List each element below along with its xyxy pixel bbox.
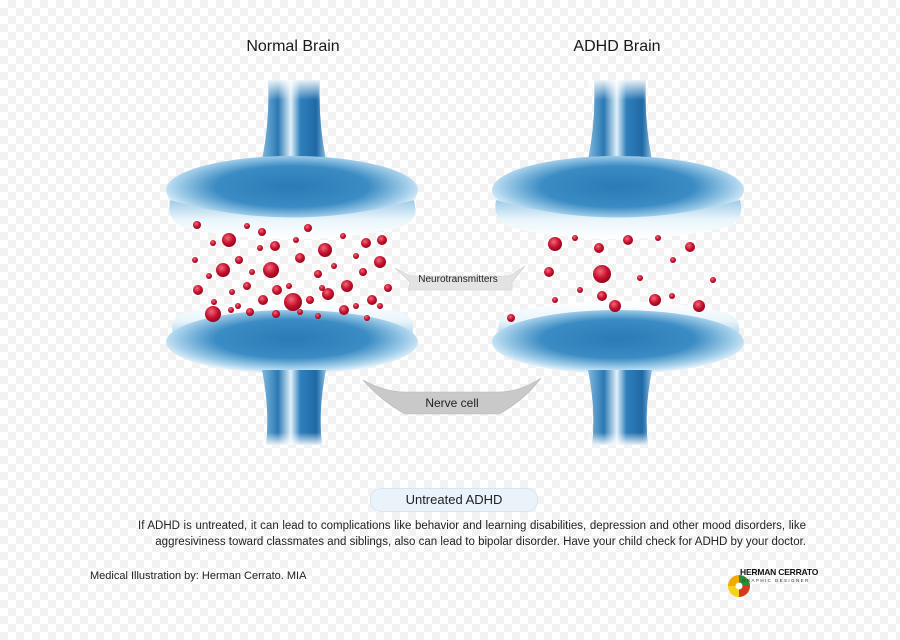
neurotransmitter-dot xyxy=(572,235,578,241)
neurotransmitters-label: Neurotransmitters xyxy=(418,274,498,285)
neurotransmitter-dot xyxy=(577,287,583,293)
neurotransmitter-dot xyxy=(193,221,201,229)
neurotransmitter-dot xyxy=(655,235,661,241)
neurotransmitter-dot xyxy=(257,245,263,251)
neurotransmitter-dot xyxy=(710,277,716,283)
neurotransmitter-dot xyxy=(597,291,607,301)
nerve-cell-label: Nerve cell xyxy=(425,396,479,410)
neurotransmitter-dot xyxy=(367,295,377,305)
neurotransmitter-dot xyxy=(235,256,243,264)
neurotransmitter-dot xyxy=(206,273,212,279)
neurotransmitter-dot xyxy=(304,224,312,232)
neurotransmitter-dot xyxy=(361,238,371,248)
neurotransmitter-dot xyxy=(593,265,611,283)
neurotransmitter-dot xyxy=(594,243,604,253)
neurotransmitter-dot xyxy=(229,289,235,295)
neurotransmitter-dot xyxy=(339,305,349,315)
neurotransmitter-dot xyxy=(685,242,695,252)
neurotransmitter-dot xyxy=(353,303,359,309)
neurotransmitter-dot xyxy=(364,315,370,321)
explanation-paragraph: If ADHD is untreated, it can lead to com… xyxy=(138,520,806,548)
postsynaptic-terminal xyxy=(492,310,744,374)
adhd-synapse xyxy=(492,80,744,445)
neurotransmitter-dot xyxy=(318,243,332,257)
neurotransmitter-dot xyxy=(284,293,302,311)
presynaptic-terminal xyxy=(492,156,744,224)
untreated-adhd-heading: Untreated ADHD xyxy=(370,488,538,512)
neurotransmitter-dot xyxy=(637,275,643,281)
neurotransmitter-dot xyxy=(297,309,303,315)
illustration-credit: Medical Illustration by: Herman Cerrato.… xyxy=(90,570,307,582)
neurotransmitter-dot xyxy=(693,300,705,312)
neurotransmitter-dot xyxy=(235,303,241,309)
neurotransmitter-dot xyxy=(548,237,562,251)
neurotransmitter-dot xyxy=(244,223,250,229)
neurotransmitter-dot xyxy=(377,235,387,245)
nerve-cell-callout-shape xyxy=(362,377,542,415)
neurotransmitters-adhd xyxy=(507,235,716,322)
neurotransmitter-dot xyxy=(359,268,367,276)
neurotransmitter-dot xyxy=(246,308,254,316)
neurotransmitter-dot xyxy=(331,263,337,269)
neurotransmitter-dot xyxy=(353,253,359,259)
normal-synapse xyxy=(166,80,418,445)
neurotransmitter-dot xyxy=(649,294,661,306)
neurotransmitter-dot xyxy=(272,285,282,295)
neurotransmitter-dot xyxy=(270,241,280,251)
neurotransmitter-dot xyxy=(295,253,305,263)
neurotransmitter-dot xyxy=(193,285,203,295)
neurotransmitter-dot xyxy=(258,228,266,236)
neurotransmitter-dot xyxy=(216,263,230,277)
neurotransmitter-dot xyxy=(507,314,515,322)
neurotransmitter-dot xyxy=(669,293,675,299)
neurotransmitter-dot xyxy=(243,282,251,290)
neurotransmitter-dot xyxy=(609,300,621,312)
neurotransmitter-dot xyxy=(306,296,314,304)
postsynaptic-terminal xyxy=(166,310,418,374)
neurotransmitter-dot xyxy=(384,284,392,292)
neurotransmitter-dot xyxy=(377,303,383,309)
neurotransmitter-dot xyxy=(228,307,234,313)
logo-subtitle: GRAPHIC DESIGNER xyxy=(742,578,810,583)
neurotransmitter-dot xyxy=(544,267,554,277)
neurotransmitter-dot xyxy=(552,297,558,303)
neurotransmitters-callout-shape xyxy=(394,265,526,291)
neurotransmitter-dot xyxy=(222,233,236,247)
herman-cerrato-logo xyxy=(728,575,750,597)
neurotransmitters-normal xyxy=(192,221,392,322)
neurotransmitter-dot xyxy=(341,280,353,292)
neurotransmitter-dot xyxy=(315,313,321,319)
adhd-brain-title: ADHD Brain xyxy=(573,38,661,55)
neurotransmitter-dot xyxy=(249,269,255,275)
neurotransmitter-dot xyxy=(258,295,268,305)
neurotransmitter-dot xyxy=(319,285,325,291)
presynaptic-terminal xyxy=(166,156,418,224)
normal-brain-title: Normal Brain xyxy=(246,38,340,55)
neurotransmitter-dot xyxy=(623,235,633,245)
neurotransmitter-dot xyxy=(340,233,346,239)
neurotransmitter-dot xyxy=(670,257,676,263)
logo-name: HERMAN CERRATO xyxy=(740,567,819,577)
neurotransmitter-dot xyxy=(272,310,280,318)
neurotransmitter-dot xyxy=(314,270,322,278)
neurotransmitter-dot xyxy=(293,237,299,243)
neurotransmitter-dot xyxy=(210,240,216,246)
neurotransmitter-dot xyxy=(192,257,198,263)
neurotransmitter-dot xyxy=(263,262,279,278)
neurotransmitter-dot xyxy=(205,306,221,322)
neurotransmitter-dot xyxy=(322,288,334,300)
neurotransmitter-dot xyxy=(286,283,292,289)
neurotransmitter-dot xyxy=(374,256,386,268)
neurotransmitter-dot xyxy=(211,299,217,305)
